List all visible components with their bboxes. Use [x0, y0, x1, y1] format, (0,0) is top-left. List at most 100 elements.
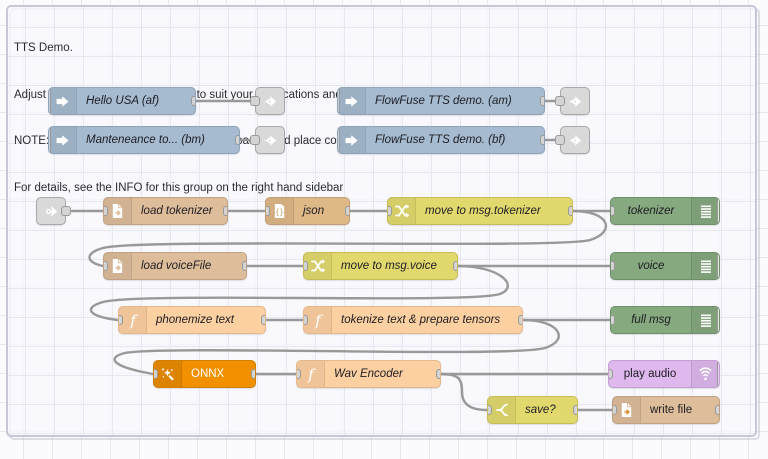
function-node-phonemize-text[interactable]: f phonemize text — [118, 306, 266, 334]
switch-node-save[interactable]: save? — [487, 396, 578, 424]
json-node[interactable]: {} json — [265, 197, 350, 225]
link-out-icon — [264, 134, 276, 146]
output-port[interactable] — [453, 261, 457, 271]
output-port[interactable] — [715, 405, 719, 415]
output-port[interactable] — [518, 315, 522, 325]
output-port[interactable] — [540, 96, 544, 106]
link-in-node-1[interactable] — [36, 197, 71, 225]
output-port[interactable] — [261, 315, 265, 325]
wire-row2-to-row3 — [89, 264, 509, 322]
output-port[interactable] — [251, 369, 255, 379]
output-port[interactable] — [568, 206, 572, 216]
input-port[interactable] — [250, 96, 260, 106]
inject-node-maintenance[interactable]: Manteneance to... (bm) — [48, 126, 240, 154]
inject-node-hello-usa[interactable]: Hello USA (af) — [48, 87, 196, 115]
onnx-node[interactable]: ONNX — [153, 360, 256, 388]
inject-trigger-button[interactable] — [338, 88, 340, 114]
output-port[interactable] — [345, 206, 349, 216]
output-port[interactable] — [61, 206, 71, 216]
input-port[interactable] — [119, 315, 123, 325]
function-node-tokenize-prepare-tensors[interactable]: f tokenize text & prepare tensors — [303, 306, 523, 334]
function-node-wav-encoder[interactable]: f Wav Encoder — [296, 360, 441, 388]
group-line-4: For details, see the INFO for this group… — [14, 181, 344, 194]
input-port[interactable] — [611, 206, 615, 216]
output-port[interactable] — [436, 369, 440, 379]
inject-node-flowfuse-am[interactable]: FlowFuse TTS demo. (am) — [337, 87, 545, 115]
link-out-node-4[interactable] — [555, 126, 590, 154]
magic-wand-icon — [154, 361, 182, 387]
input-port[interactable] — [609, 369, 613, 379]
debug-toggle-button[interactable] — [717, 198, 719, 224]
output-port[interactable] — [540, 135, 544, 145]
inject-node-flowfuse-bf[interactable]: FlowFuse TTS demo. (bf) — [337, 126, 545, 154]
debug-node-voice[interactable]: voice — [610, 252, 720, 280]
debug-node-full-msg[interactable]: full msg — [610, 306, 720, 334]
change-node-move-to-tokenizer[interactable]: move to msg.tokenizer — [387, 197, 573, 225]
inject-arrow-icon — [49, 88, 77, 114]
input-port[interactable] — [297, 369, 301, 379]
link-out-icon — [569, 95, 581, 107]
input-port[interactable] — [266, 206, 270, 216]
input-port[interactable] — [555, 135, 565, 145]
svg-text:f: f — [314, 312, 323, 329]
link-out-icon — [569, 134, 581, 146]
node-label: Hello USA (af) — [86, 95, 160, 107]
file-icon — [104, 198, 132, 224]
change-node-move-to-voice[interactable]: move to msg.voice — [303, 252, 458, 280]
svg-text:f: f — [129, 312, 138, 329]
output-port[interactable] — [573, 405, 577, 415]
file-node-load-voicefile[interactable]: load voiceFile — [103, 252, 247, 280]
file-out-icon — [613, 397, 641, 423]
input-port[interactable] — [388, 206, 392, 216]
node-label: json — [303, 205, 325, 217]
svg-text:{}: {} — [275, 207, 284, 216]
link-in-icon — [45, 205, 57, 217]
output-port[interactable] — [242, 261, 246, 271]
node-label: tokenizer — [627, 205, 675, 217]
node-label: Manteneance to... (bm) — [86, 134, 205, 146]
audio-out-node-play-audio[interactable]: play audio — [608, 360, 720, 388]
node-label: FlowFuse TTS demo. (bf) — [375, 134, 506, 146]
link-out-node-2[interactable] — [250, 126, 285, 154]
file-icon — [104, 253, 132, 279]
debug-toggle-button[interactable] — [717, 307, 719, 333]
node-label: tokenize text & prepare tensors — [341, 314, 501, 326]
debug-toggle-button[interactable] — [717, 253, 719, 279]
output-port[interactable] — [223, 206, 227, 216]
node-label: save? — [525, 404, 556, 416]
debug-bars-icon — [691, 307, 719, 333]
input-port[interactable] — [304, 261, 308, 271]
input-port[interactable] — [613, 405, 617, 415]
file-node-load-tokenizer[interactable]: load tokenizer — [103, 197, 228, 225]
inject-arrow-icon — [338, 127, 366, 153]
input-port[interactable] — [104, 261, 108, 271]
inject-trigger-button[interactable] — [49, 127, 51, 153]
shuffle-icon — [304, 253, 332, 279]
node-label: voice — [637, 260, 665, 272]
inject-trigger-button[interactable] — [49, 88, 51, 114]
input-port[interactable] — [555, 96, 565, 106]
link-out-node-3[interactable] — [555, 87, 590, 115]
input-port[interactable] — [611, 261, 615, 271]
function-f-icon: f — [304, 307, 332, 333]
input-port[interactable] — [304, 315, 308, 325]
output-port[interactable] — [235, 135, 239, 145]
audio-toggle-button[interactable] — [717, 361, 719, 387]
link-out-node-1[interactable] — [250, 87, 285, 115]
debug-node-tokenizer[interactable]: tokenizer — [610, 197, 720, 225]
node-label: load voiceFile — [141, 260, 212, 272]
input-port[interactable] — [250, 135, 260, 145]
input-port[interactable] — [104, 206, 108, 216]
node-label: load tokenizer — [141, 205, 213, 217]
output-port[interactable] — [191, 96, 195, 106]
node-label: move to msg.tokenizer — [425, 205, 541, 217]
speaker-waves-icon — [691, 361, 719, 387]
node-label: FlowFuse TTS demo. (am) — [375, 95, 512, 107]
input-port[interactable] — [488, 405, 492, 415]
input-port[interactable] — [611, 315, 615, 325]
node-label: ONNX — [191, 368, 225, 380]
file-out-node-write-file[interactable]: write file — [612, 396, 720, 424]
input-port[interactable] — [154, 369, 158, 379]
inject-trigger-button[interactable] — [338, 127, 340, 153]
